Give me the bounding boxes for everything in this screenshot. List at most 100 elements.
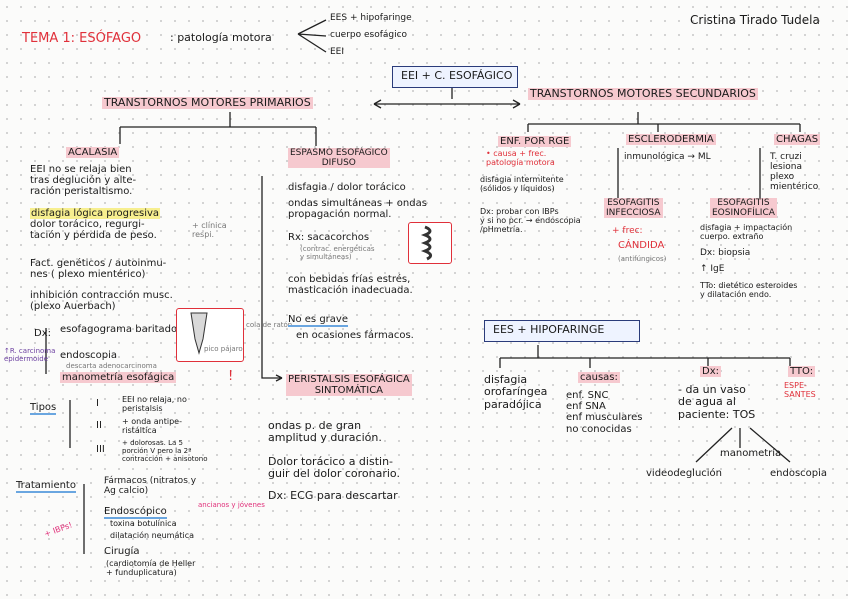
chagas-title: CHAGAS <box>774 134 821 146</box>
eosi-i1: disfagia + impactación cuerpo. extraño <box>700 223 793 242</box>
ees-disfagia-l3: paradójica <box>484 397 542 411</box>
rge-i1: disfagia intermitente (sólidos y líquido… <box>480 175 564 194</box>
espasmo-i4-l2: masticación inadecuada. <box>288 285 413 297</box>
acalasia-b1: EEI no se relaja bien tras deglución y a… <box>30 164 136 198</box>
eosi-i1-l1: disfagia + impactación <box>700 223 793 232</box>
espasmo-i2: ondas simultáneas + ondas propagación no… <box>288 198 427 220</box>
farmacos-l2: Ag calcio) <box>104 486 149 497</box>
espasmo-i4-l1: con bebidas frías estrés, <box>288 274 411 285</box>
espasmo-title-l2: DIFUSO <box>321 158 356 169</box>
ees-causa-1: enf. SNC <box>566 390 609 401</box>
center-box-label: EEI + C. ESOFÁGICO <box>401 69 513 82</box>
header-branch-2: cuerpo esofágico <box>330 30 408 40</box>
header-branch-3: EEI <box>330 47 345 57</box>
tipo-3-l1: + dolorosas. La 5 <box>122 439 183 447</box>
page-title: TEMA 1: ESÓFAGO <box>22 31 142 46</box>
cirugia-label: Cirugía <box>104 546 140 557</box>
chagas-i3: plexo <box>770 172 795 183</box>
infec-i3: (antifúngicos) <box>618 255 667 263</box>
acalasia-dx-sub: descarta adenocarcinoma <box>66 362 157 370</box>
tipo-1-n: I <box>96 398 99 409</box>
acalasia-title: ACALASIA <box>66 147 120 159</box>
endoscopico-label: Endoscópico <box>104 506 167 520</box>
eosi-title-l1: ESOFAGITIS <box>717 198 770 208</box>
acalasia-b4-l2: (plexo Auerbach) <box>30 301 116 313</box>
escl-i1: inmunológica → ML <box>624 152 711 162</box>
acalasia-b3-l1: Fact. genéticos / autoinmu- <box>30 258 167 269</box>
tipo-3-n: III <box>96 444 105 455</box>
image-label-2: pico pájaro <box>204 345 243 353</box>
acalasia-dx-3: manometría esofágica <box>60 372 177 384</box>
chagas-i4: mientérico <box>770 182 819 193</box>
eosi-title-l2: EOSINOFÍLICA <box>712 208 775 219</box>
tipo-2-text: + onda antipe- ristáltica <box>122 417 182 436</box>
farmacos-text: Fármacos (nitratos y Ag calcio) <box>104 476 196 496</box>
header-branch-1: EES + hipofaringe <box>330 13 412 23</box>
espasmo-title-l1: ESPASMO ESOFÁGICO <box>290 148 388 158</box>
chagas-i2: lesiona <box>770 162 802 173</box>
tipo-3-text: + dolorosas. La 5 porción V pero la 2ª c… <box>122 439 208 463</box>
ees-tto-l2: SANTES <box>784 389 816 399</box>
eosi-i4-l2: y dilatación endo. <box>700 289 772 299</box>
acalasia-b1-l1: EEI no se relaja bien <box>30 164 132 175</box>
rge-i1-l1: disfagia intermitente <box>480 175 564 184</box>
peristalsis-i2-l2: guir del dolor coronario. <box>268 467 400 481</box>
ees-dx-item-2: manometría <box>720 448 782 459</box>
peristalsis-title-l1: PERISTALSIS ESOFÁGICA <box>288 374 410 385</box>
peristalsis-i3: Dx: ECG para descartar <box>268 489 398 502</box>
rge-i2: Dx: probar con IBPs y si no pcr. → endos… <box>480 207 581 235</box>
rge-title: ENF. POR RGE <box>498 136 572 148</box>
peristalsis-i1: ondas p. de gran amplitud y duración. <box>268 419 382 445</box>
ees-dx-l3: paciente: TOS <box>678 407 756 421</box>
ees-causa-3: enf musculares <box>566 412 643 424</box>
peristalsis-title-l2: SINTOMÁTICA <box>314 385 384 397</box>
acalasia-b4: inhibición contracción musc. (plexo Auer… <box>30 290 173 312</box>
ees-dx-l2: de agua al <box>678 395 736 409</box>
endos-side-3: jóvenes <box>237 501 265 509</box>
exclamation-icon: ! <box>228 369 234 384</box>
tipo-1-l1: EEI no relaja, no <box>122 395 187 404</box>
rge-i1-l2: (sólidos y líquidos) <box>480 183 555 193</box>
eosi-i4: TTo: dietético esteroides y dilatación e… <box>700 281 797 300</box>
espasmo-rx-sub-l2: y simultáneas) <box>300 252 352 261</box>
ees-dx-item-1: videodeglución <box>646 468 723 479</box>
rge-sub: • causa + frec. patología motora <box>486 149 555 168</box>
acalasia-b2-l3: tación y pérdida de peso. <box>30 230 157 242</box>
eosi-title: ESOFAGITIS EOSINOFÍLICA <box>710 198 777 219</box>
esophagus-drawing-icon <box>190 312 208 355</box>
infec-title: ESOFAGITIS INFECCIOSA <box>604 198 663 219</box>
acalasia-dx-side-l2: epidermoide <box>4 354 48 363</box>
acalasia-b2-note-l2: respi. <box>192 229 215 239</box>
escl-title: ESCLERODERMIA <box>626 134 716 146</box>
chagas-i1: T. cruzi <box>770 152 802 162</box>
cirugia-sub-l1: (cardiotomía de Heller <box>106 559 196 568</box>
acalasia-b2-note: + clínica respi. <box>192 221 227 240</box>
acalasia-b2-note-l1: + clínica <box>192 221 227 230</box>
espasmo-i4: con bebidas frías estrés, masticación in… <box>288 274 413 296</box>
acalasia-b2-l2: dolor torácico, regurgi- <box>30 219 145 231</box>
corkscrew-image <box>408 222 452 264</box>
acalasia-dx-1: esofagograma baritado <box>60 324 178 335</box>
tratamiento-label: Tratamiento <box>16 480 76 494</box>
tipo-3-l2: porción V pero la 2ª <box>122 446 192 455</box>
tipo-1-l2: peristalsis <box>122 403 163 413</box>
ees-disfagia-l1: disfagia <box>484 373 528 386</box>
tipo-2-l2: ristáltica <box>122 425 157 435</box>
ees-disfagia: disfagia orofaríngea paradójica <box>484 373 547 411</box>
espasmo-i5: No es grave <box>288 314 348 328</box>
acalasia-b2-l1: disfagia lógica progresiva <box>30 208 161 220</box>
eosi-i1-l2: cuerpo. extraño <box>700 231 764 241</box>
peristalsis-i1-l2: amplitud y duración. <box>268 431 382 445</box>
acalasia-dx-label: Dx: <box>34 328 51 339</box>
endos-side-2: y <box>231 501 236 509</box>
endos-item-2: dilatación neumática <box>110 531 195 540</box>
infec-title-l2: INFECCIOSA <box>606 208 661 219</box>
secundarios-title: TRANSTORNOS MOTORES SECUNDARIOS <box>528 87 758 101</box>
acalasia-b1-l3: ración peristaltismo. <box>30 186 133 198</box>
ees-dx-l1: - da un vaso <box>678 383 746 396</box>
ees-causa-4: no conocidas <box>566 423 632 435</box>
tipo-2-l1: + onda antipe- <box>122 417 182 426</box>
acalasia-b3: Fact. genéticos / autoinmu- nes ( plexo … <box>30 258 166 280</box>
page-subtitle: : patología motora <box>170 31 272 44</box>
